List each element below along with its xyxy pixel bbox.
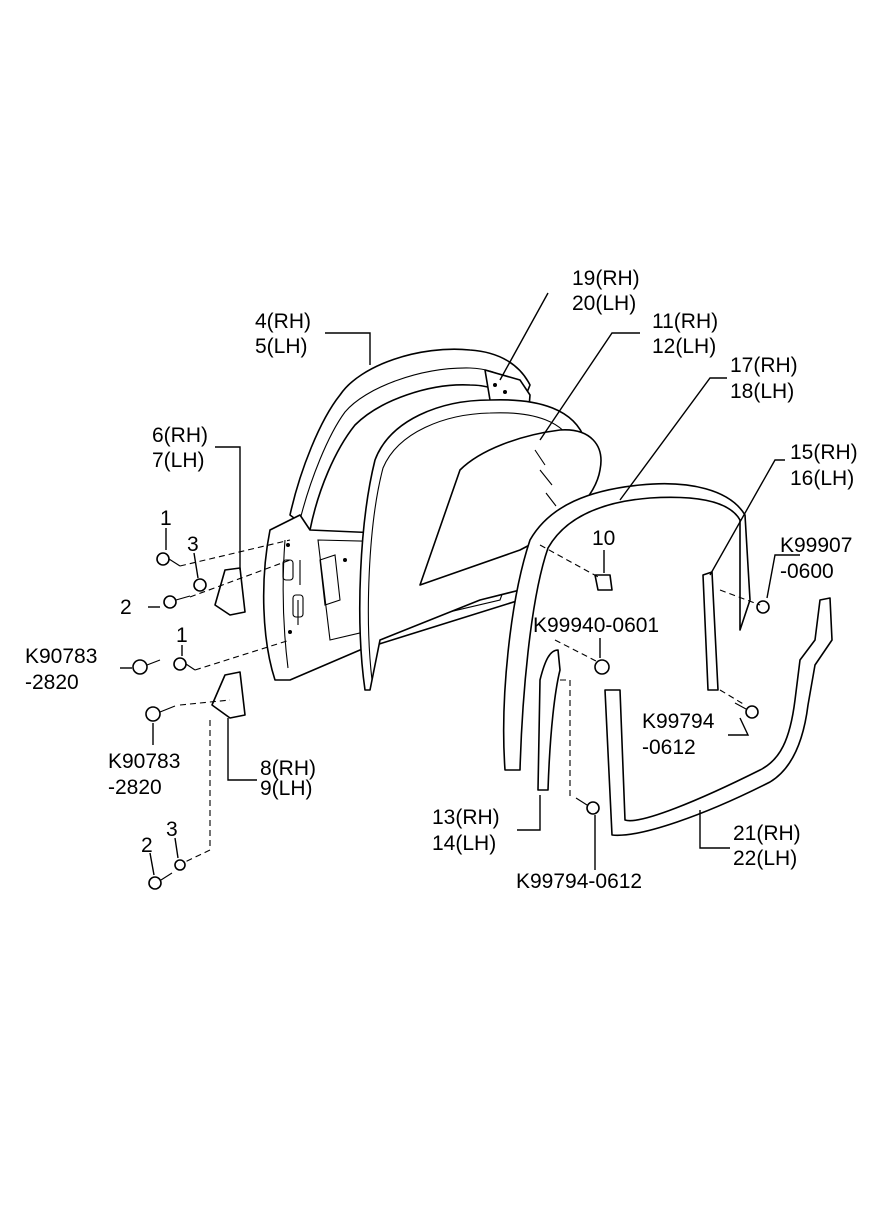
nut-k99940	[594, 659, 610, 675]
bolt-2b	[148, 872, 173, 890]
screw-k99794a	[734, 702, 759, 719]
bolt-2a	[163, 595, 191, 609]
channel-13-14	[537, 649, 561, 791]
alignment-lines	[179, 539, 761, 863]
labels: 19(RH)20(LH) 4(RH)5(LH) 11(RH)12(LH) 17(…	[25, 267, 858, 893]
label-13-14: 13(RH)14(LH)	[432, 806, 500, 855]
lower-hinge	[211, 671, 246, 719]
label-10: 10	[592, 527, 615, 550]
upper-hinge	[214, 567, 246, 616]
bolt-k90783a	[132, 659, 161, 675]
label-k99794a: K99794-0612	[642, 710, 715, 759]
label-3a: 3	[187, 533, 199, 556]
washer-3b	[174, 859, 186, 871]
label-15-16: 15(RH)16(LH)	[790, 441, 858, 490]
label-3b: 3	[166, 818, 178, 841]
body-weatherstrip-17-18	[502, 482, 751, 771]
label-8-9: 8(RH)9(LH)	[260, 757, 316, 800]
leader-lines	[120, 292, 800, 876]
label-17-18: 17(RH)18(LH)	[730, 354, 798, 403]
label-4-5: 4(RH)5(LH)	[255, 310, 311, 358]
washer-3a	[193, 578, 207, 592]
label-19-20: 19(RH)20(LH)	[572, 267, 640, 315]
fastener-1b	[173, 657, 196, 671]
label-k99940: K99940-0601	[533, 614, 659, 637]
label-1b: 1	[176, 624, 188, 647]
label-11-12: 11(RH)12(LH)	[652, 310, 718, 358]
channel-15-16	[702, 571, 719, 691]
fastener-1a	[156, 552, 181, 567]
bolt-k90783b	[145, 705, 176, 722]
label-2b: 2	[141, 834, 153, 857]
label-6-7: 6(RH)7(LH)	[152, 424, 208, 472]
label-k90783a: K90783-2820	[25, 645, 97, 694]
label-21-22: 21(RH)22(LH)	[733, 822, 801, 870]
label-1a: 1	[160, 507, 172, 530]
nut-k99907	[756, 600, 770, 614]
label-2a: 2	[120, 596, 132, 619]
label-k99907: K99907-0600	[780, 534, 852, 583]
screw-k99794b	[575, 797, 600, 815]
label-k99794b: K99794-0612	[516, 870, 642, 893]
bracket-10	[594, 574, 613, 591]
label-k90783b: K90783-2820	[108, 750, 180, 799]
